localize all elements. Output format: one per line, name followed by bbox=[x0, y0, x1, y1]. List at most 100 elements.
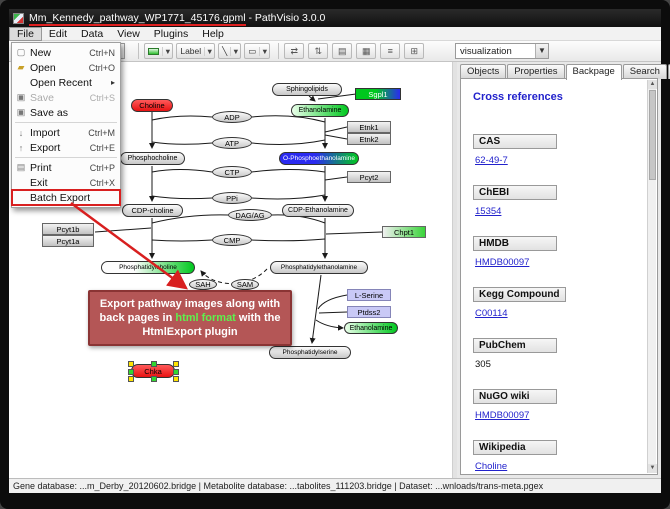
xref-value: 305 bbox=[475, 359, 491, 370]
pathway-node-phosphatidylcholine[interactable]: Phosphatidylcholine bbox=[101, 261, 195, 274]
tab-backpage[interactable]: Backpage bbox=[566, 64, 622, 80]
xref-link[interactable]: HMDB00097 bbox=[475, 257, 529, 268]
pathway-node-cmp[interactable]: CMP bbox=[212, 234, 252, 246]
pathway-node-etnk1[interactable]: Etnk1 bbox=[347, 121, 391, 133]
chevron-down-icon: ▼ bbox=[162, 47, 172, 56]
selection-handle[interactable] bbox=[151, 376, 157, 382]
xref-header: Kegg Compound bbox=[473, 287, 566, 302]
menu-item-save-as[interactable]: ▣Save as bbox=[12, 105, 120, 120]
add-datanode-button[interactable]: ▼ bbox=[144, 43, 173, 59]
window-title-app: - PathVisio 3.0.0 bbox=[246, 12, 326, 24]
menu-item-new[interactable]: ▢NewCtrl+N bbox=[12, 45, 120, 60]
pathway-node-etnk2[interactable]: Etnk2 bbox=[347, 133, 391, 145]
xref-link[interactable]: Choline bbox=[475, 461, 507, 472]
pathway-node-pcyt1a[interactable]: Pcyt1a bbox=[42, 235, 94, 247]
pathway-node-cdp-ethanolamine[interactable]: CDP-Ethanolamine bbox=[282, 204, 354, 217]
print-icon: ▤ bbox=[12, 162, 30, 173]
save-as-icon: ▣ bbox=[12, 107, 30, 118]
tab-objects[interactable]: Objects bbox=[460, 64, 506, 79]
pathway-node-sam[interactable]: SAM bbox=[231, 279, 259, 290]
tab-properties[interactable]: Properties bbox=[507, 64, 564, 79]
pathway-node-adp[interactable]: ADP bbox=[212, 111, 252, 123]
pathway-node-choline[interactable]: Choline bbox=[131, 99, 173, 112]
toolbar-icon-button[interactable]: ▤ bbox=[332, 43, 352, 59]
menubar: File Edit Data View Plugins Help bbox=[9, 27, 661, 41]
pathway-node-sphingolipids[interactable]: Sphingolipids bbox=[272, 83, 342, 96]
menu-file[interactable]: File bbox=[9, 27, 42, 41]
menu-item-import[interactable]: ↓ImportCtrl+M bbox=[12, 125, 120, 140]
pathway-node-phosphocholine[interactable]: Phosphocholine bbox=[120, 152, 185, 165]
backpage-scrollbar[interactable]: ▲ ▼ bbox=[647, 80, 656, 473]
selection-handle[interactable] bbox=[173, 376, 179, 382]
menu-item-batch-export[interactable]: Batch Export bbox=[12, 190, 120, 205]
selection-handle[interactable] bbox=[128, 369, 134, 375]
pathway-node-l-serine[interactable]: L-Serine bbox=[347, 289, 391, 301]
pathway-node-ppi[interactable]: PPi bbox=[212, 192, 252, 204]
selection-handle[interactable] bbox=[128, 361, 134, 367]
datanode-icon bbox=[148, 48, 159, 55]
pathway-node-chka[interactable]: Chka bbox=[131, 364, 175, 378]
xref-header: HMDB bbox=[473, 236, 557, 251]
selection-handle[interactable] bbox=[128, 376, 134, 382]
pathway-node-atp[interactable]: ATP bbox=[212, 137, 252, 149]
tutorial-callout: Export pathway images along with back pa… bbox=[88, 290, 292, 346]
pathway-node-pcyt1b[interactable]: Pcyt1b bbox=[42, 223, 94, 235]
shape-icon: ▭ bbox=[248, 46, 256, 57]
menu-item-open[interactable]: ▰OpenCtrl+O bbox=[12, 60, 120, 75]
pathway-node-chpt1[interactable]: Chpt1 bbox=[382, 226, 426, 238]
window-title-filename: Mm_Kennedy_pathway_WP1771_45176.gpml bbox=[29, 12, 246, 26]
menu-item-exit[interactable]: ExitCtrl+X bbox=[12, 175, 120, 190]
toolbar-separator bbox=[138, 43, 139, 59]
pathway-node-ptdss2[interactable]: Ptdss2 bbox=[347, 306, 391, 318]
scroll-down-icon[interactable]: ▼ bbox=[648, 464, 657, 473]
xref-header: PubChem bbox=[473, 338, 557, 353]
add-line-button[interactable]: ╲▼ bbox=[218, 43, 241, 59]
save-icon: ▣ bbox=[12, 92, 30, 103]
xref-link[interactable]: 62-49-7 bbox=[475, 155, 508, 166]
pathway-node-pcyt2[interactable]: Pcyt2 bbox=[347, 171, 391, 183]
visualization-select[interactable]: visualization▼ bbox=[455, 43, 549, 59]
pathway-node-dag-ag[interactable]: DAG/AG bbox=[228, 209, 272, 221]
pathway-node-ethanolamine[interactable]: Ethanolamine bbox=[291, 104, 349, 117]
pathway-node-cdp-choline[interactable]: CDP-choline bbox=[122, 204, 183, 217]
scroll-up-icon[interactable]: ▲ bbox=[648, 80, 657, 89]
menu-data[interactable]: Data bbox=[74, 27, 110, 41]
xref-link[interactable]: HMDB00097 bbox=[475, 410, 529, 421]
xref-header: CAS bbox=[473, 134, 557, 149]
selection-handle[interactable] bbox=[151, 361, 157, 367]
xref-link[interactable]: 15354 bbox=[475, 206, 501, 217]
selection-handle[interactable] bbox=[173, 369, 179, 375]
toolbar-icon-button[interactable]: ⊞ bbox=[404, 43, 424, 59]
pathway-node-ethanolamine[interactable]: Ethanolamine bbox=[344, 322, 398, 334]
menu-plugins[interactable]: Plugins bbox=[147, 27, 195, 41]
menu-item-print[interactable]: ▤PrintCtrl+P bbox=[12, 160, 120, 175]
toolbar-icon-button[interactable]: ⇄ bbox=[284, 43, 304, 59]
toolbar-icon-button[interactable]: ⇅ bbox=[308, 43, 328, 59]
menu-item-open-recent[interactable]: Open Recent▸ bbox=[12, 75, 120, 90]
pathway-node-ctp[interactable]: CTP bbox=[212, 166, 252, 178]
toolbar-icon-button[interactable]: ▦ bbox=[356, 43, 376, 59]
add-shape-button[interactable]: ▭▼ bbox=[244, 43, 270, 59]
chevron-down-icon: ▼ bbox=[230, 47, 240, 56]
scrollbar-thumb[interactable] bbox=[649, 90, 656, 180]
menu-view[interactable]: View bbox=[110, 27, 147, 41]
app-icon bbox=[13, 13, 24, 24]
tab-search[interactable]: Search bbox=[623, 64, 667, 79]
pathway-node-sah[interactable]: SAH bbox=[189, 279, 217, 290]
chevron-down-icon: ▼ bbox=[204, 47, 214, 56]
menu-item-save[interactable]: ▣SaveCtrl+S bbox=[12, 90, 120, 105]
menu-item-export[interactable]: ↑ExportCtrl+E bbox=[12, 140, 120, 155]
add-label-button[interactable]: Label▼ bbox=[176, 43, 215, 59]
menu-help[interactable]: Help bbox=[195, 27, 231, 41]
xref-link[interactable]: C00114 bbox=[475, 308, 508, 319]
toolbar-icon-button[interactable]: ≡ bbox=[380, 43, 400, 59]
statusbar-text: Gene database: ...m_Derby_20120602.bridg… bbox=[13, 481, 543, 491]
sidebar-tabs: Objects Properties Backpage Search Legen… bbox=[460, 64, 670, 79]
pathway-node-phosphatidylethanolamine[interactable]: Phosphatidylethanolamine bbox=[270, 261, 368, 274]
menu-edit[interactable]: Edit bbox=[42, 27, 74, 41]
pathway-node-sgpl1[interactable]: Sgpl1 bbox=[355, 88, 401, 100]
pathway-node-phosphatidylserine[interactable]: Phosphatidylserine bbox=[269, 346, 351, 359]
selection-handle[interactable] bbox=[173, 361, 179, 367]
titlebar[interactable]: Mm_Kennedy_pathway_WP1771_45176.gpml - P… bbox=[9, 9, 661, 27]
pathway-node-o-phosphoethanolamine[interactable]: O-Phosphoethanolamine bbox=[279, 152, 359, 165]
